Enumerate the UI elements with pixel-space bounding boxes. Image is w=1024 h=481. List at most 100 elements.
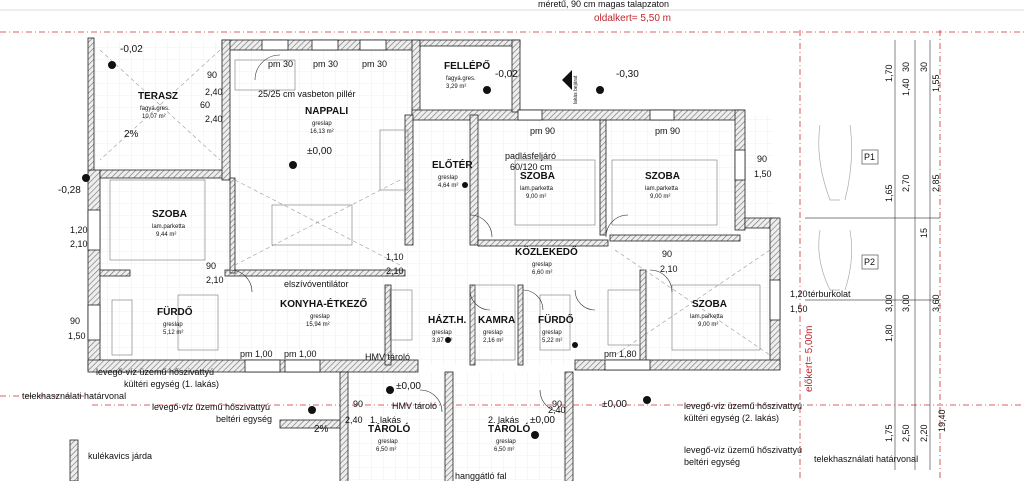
rdim-300-b: 3,00	[901, 294, 911, 312]
dim-90-d: 90	[662, 249, 673, 259]
dimension-lines	[0, 9, 1024, 470]
room-name-nappali: NAPPALI	[305, 106, 349, 117]
dim-window-5: pm 90	[655, 126, 681, 136]
room-area-szoba1: 9,44 m²	[156, 232, 177, 238]
room-material-nappali: greslap	[312, 121, 332, 127]
room-name-szoba4: SZOBA	[692, 299, 727, 310]
room-area-kamra: 2,16 m²	[483, 338, 504, 344]
rdim-250: 2,50	[901, 424, 911, 442]
dim-210-b: 2,10	[206, 275, 224, 285]
room-name-furdo2: FÜRDŐ	[538, 315, 574, 326]
rdim-140: 1,40	[901, 78, 911, 96]
room-material-szoba4: lam.parketta	[690, 314, 724, 320]
side-garden-label: oldalkert= 5,50 m	[594, 13, 671, 24]
level-fellepo: -0,02	[495, 69, 518, 80]
dim-90-c: 90	[70, 316, 81, 326]
dim-150-b: 1,50	[754, 169, 772, 179]
slope-bottom: 2%	[314, 424, 329, 435]
furniture	[99, 49, 771, 361]
dim-window-2: pm 30	[313, 59, 339, 69]
dim-210-a: 2,10	[70, 239, 88, 249]
room-name-szoba2: SZOBA	[520, 171, 555, 182]
parking-p2: P2	[864, 257, 876, 267]
room-name-tarolo2: TÁROLÓ	[488, 424, 531, 435]
dim-window-1: pm 30	[268, 59, 294, 69]
rdim-300-a: 3,00	[884, 294, 894, 312]
level-markers	[82, 61, 651, 439]
room-material-fellepo: fagyá.gres.	[446, 76, 476, 82]
indoor-unit-1-line2: beltéri egység	[216, 414, 273, 424]
level-terasz: -0,02	[120, 44, 143, 55]
room-material-tarolo1: greslap	[378, 439, 398, 445]
parking-p1: P1	[864, 152, 876, 162]
sound-wall-label: hanggátló fal	[455, 471, 507, 481]
windows	[87, 39, 781, 373]
attic-size-note: 60/120 cm	[510, 162, 553, 172]
dim-window-8: pm 1,80	[604, 349, 637, 359]
level-tarolo1: ±0,00	[396, 381, 421, 392]
slope-terasz: 2%	[124, 129, 139, 140]
room-area-tarolo1: 6,50 m²	[376, 447, 397, 453]
room-material-szoba2: lam.parketta	[520, 186, 554, 192]
room-area-terasz: 10,07 m²	[142, 114, 166, 120]
flat-1-label: 1. lakás	[370, 415, 402, 425]
rdim-170: 1,70	[884, 64, 894, 82]
boundary-label-1: telekhasználati határvonal	[22, 391, 127, 401]
rdim-175: 1,75	[884, 424, 894, 442]
outdoor-unit-1-line2: kültéri egység (1. lakás)	[124, 379, 220, 389]
dim-window-3: pm 30	[362, 59, 388, 69]
room-material-furdo2: greslap	[542, 330, 562, 336]
rdim-30-a: 30	[901, 61, 911, 72]
room-name-szoba1: SZOBA	[152, 209, 187, 220]
room-material-terasz: fagyá.gres.	[140, 106, 170, 112]
room-area-eloter: 4,64 m²	[438, 183, 459, 189]
room-name-konyha: KONYHA-ÉTKEZŐ	[280, 299, 368, 310]
level-unit2: ±0,00	[602, 399, 627, 410]
indoor-unit-1-line1: levegő-víz üzemű hőszivattyú	[152, 402, 271, 412]
rdim-270: 2,70	[901, 174, 911, 192]
room-name-kamra: KAMRA	[478, 315, 516, 326]
rdim-30-b: 30	[919, 61, 929, 72]
room-area-furdo2: 5,22 m²	[542, 338, 563, 344]
dim-90-b: 90	[206, 261, 217, 271]
dim-90-g: 90	[552, 399, 563, 409]
room-material-kozlekedo: greslap	[532, 262, 552, 268]
level-tarolo2: ±0,00	[530, 415, 555, 426]
dim-150-a: 1,50	[68, 331, 86, 341]
room-material-kamra: greslap	[483, 330, 503, 336]
room-name-kozlekedo: KÖZLEKEDŐ	[515, 247, 578, 258]
gravel-path-label: kulékavics járda	[88, 451, 153, 461]
rdim-220: 2,20	[919, 424, 929, 442]
rdim-180: 1,80	[884, 324, 894, 342]
parking-area	[805, 124, 940, 301]
dim-240-d: 2,40	[548, 405, 566, 415]
indoor-unit-2-line1: levegő-víz üzemű hőszivattyú	[684, 445, 803, 455]
room-area-tarolo2: 6,50 m²	[494, 447, 515, 453]
hmv-note-1: HMV tároló	[365, 352, 411, 362]
dim-window-7: pm 1,00	[284, 349, 317, 359]
room-material-furdo1: greslap	[163, 322, 183, 328]
room-name-szoba3: SZOBA	[645, 171, 680, 182]
dim-90-f: 90	[353, 399, 364, 409]
indoor-unit-2-line2: beltéri egység	[684, 457, 741, 467]
hmv-note-2: HMV tároló	[392, 401, 438, 411]
room-name-tarolo1: TÁROLÓ	[368, 424, 411, 435]
room-material-haztart: greslap	[432, 330, 452, 336]
entrance-label: lakás bejárat	[573, 75, 579, 104]
dim-120-a: 1,20	[70, 225, 88, 235]
rdim-285: 2,85	[931, 174, 941, 192]
dim-210-c: 2,10	[386, 266, 404, 276]
room-material-szoba1: lam.parketta	[152, 224, 186, 230]
room-area-haztart: 3,87 m²	[432, 338, 453, 344]
room-material-eloter: greslap	[438, 175, 458, 181]
dim-window-6: pm 1,00	[240, 349, 273, 359]
room-area-kozlekedo: 6,60 m²	[532, 270, 553, 276]
boundary-label-2: telekhasználati határvonal	[814, 454, 919, 464]
room-material-tarolo2: greslap	[496, 439, 516, 445]
dim-60: 60	[200, 100, 211, 110]
top-note: méretű, 90 cm magas talapzaton	[538, 0, 670, 9]
front-garden-label: előkert= 5,00m	[804, 325, 815, 392]
dim-240-a: 2,40	[205, 87, 223, 97]
room-area-szoba3: 9,00 m²	[650, 194, 671, 200]
flat-2-label: 2. lakás	[488, 415, 520, 425]
